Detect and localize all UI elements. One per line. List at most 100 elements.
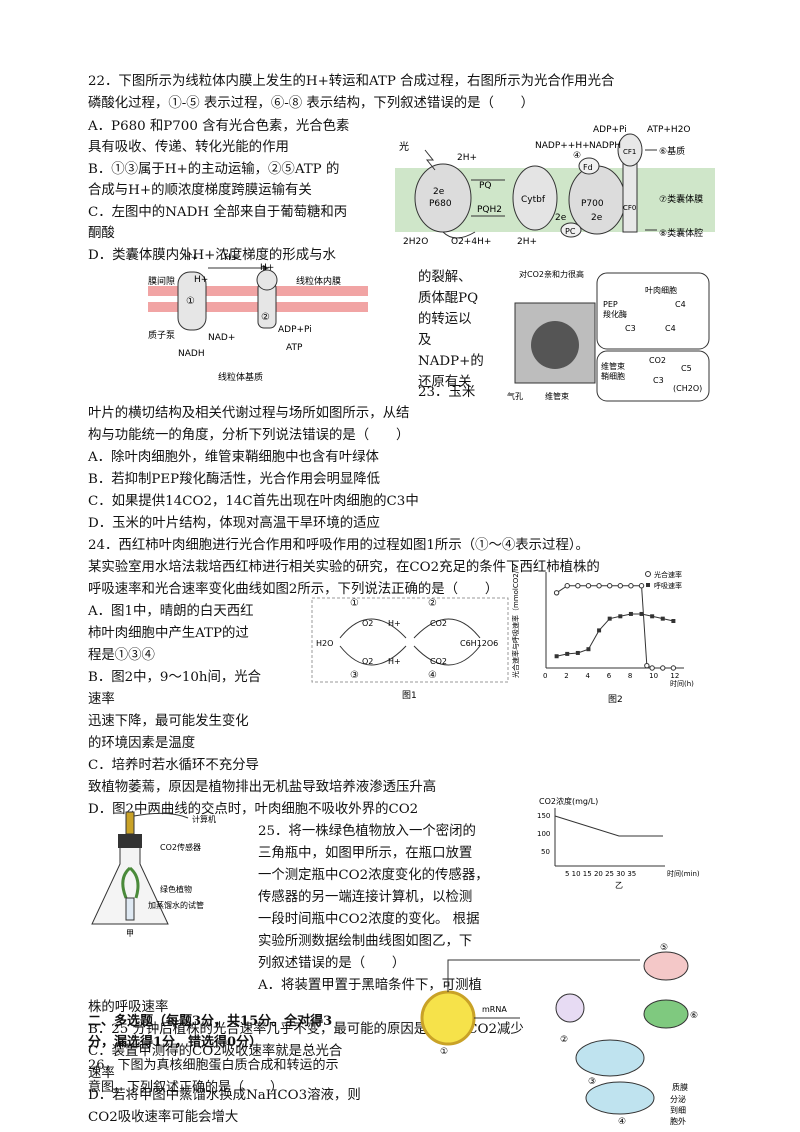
endoplasmic-reticulum bbox=[575, 1039, 645, 1077]
pq-label: PQ bbox=[479, 181, 492, 191]
q23-option-b: B．若抑制PEP羧化酶活性，光合作用会明显降低 bbox=[88, 472, 381, 487]
co2-affinity-label: 对CO2亲和力很高 bbox=[519, 269, 584, 279]
q22-option-d-cont1: 的裂解、 bbox=[418, 270, 472, 285]
marker-2-label: ② bbox=[560, 1035, 568, 1045]
q22-stem-line1: 22．下图所示为线粒体内膜上发生的H+转运和ATP 合成过程，右图所示为光合作用… bbox=[88, 74, 615, 89]
respiration-point bbox=[650, 614, 655, 619]
q22-option-b-cont: 合成与H+的顺浓度梯度跨膜运输有关 bbox=[88, 183, 312, 198]
pqh2-label: PQH2 bbox=[477, 205, 502, 215]
q24-option-b: B．图2中，9～10h间，光合 bbox=[88, 670, 262, 685]
pq-arrows bbox=[471, 179, 505, 217]
secrete-label: 分泌 bbox=[670, 1094, 686, 1104]
transport-line bbox=[447, 959, 640, 992]
h-label-4: H+ bbox=[194, 275, 208, 285]
c3-label-a: C3 bbox=[625, 324, 636, 333]
h-bottom-label: 2H+ bbox=[517, 237, 537, 247]
circle-2-label: ② bbox=[261, 312, 270, 323]
x-tick-8: 8 bbox=[628, 672, 632, 680]
water-split-arrow bbox=[442, 231, 476, 239]
process-2-label: ② bbox=[428, 598, 437, 609]
organelle-5 bbox=[643, 951, 689, 981]
co2-sensor-label: CO2传感器 bbox=[160, 842, 201, 852]
q25-stem-line4: 传感器的另一端连接计算机，以检测 bbox=[258, 890, 473, 905]
ribosome-cluster bbox=[555, 993, 585, 1023]
yi-ylabel: CO2浓度(mg/L) bbox=[539, 796, 598, 806]
nadph-label: NADPH bbox=[589, 141, 621, 151]
water-label: 2H2O bbox=[403, 237, 428, 247]
q24-option-a-cont2: 程是①③④ bbox=[88, 648, 155, 663]
h-top-label: H+ bbox=[388, 619, 401, 628]
c4-label-a: C4 bbox=[675, 300, 686, 309]
corn-leaf-diagram: 对CO2亲和力很高 叶肉细胞 PEP 羧化酶 C4 C4 C3 CO2 C5 C… bbox=[507, 269, 710, 402]
q22-option-a-cont: 具有吸收、传递、转化光能的作用 bbox=[88, 140, 289, 155]
marker-5-label: ⑤ bbox=[660, 943, 668, 953]
water-test-tube bbox=[125, 897, 135, 921]
process-3-label: ③ bbox=[350, 670, 359, 681]
q22-option-d: D．类囊体膜内外H+浓度梯度的形成与水 bbox=[88, 248, 336, 263]
q22-option-b: B．①③属于H+的主动运输，②⑤ATP 的 bbox=[88, 162, 340, 177]
respiration-point bbox=[628, 611, 633, 616]
q25-option-d: D．若将甲图中蒸馏水换成NaHCO3溶液，则 bbox=[88, 1088, 361, 1103]
q22-option-d-cont5: NADP+的 bbox=[418, 354, 484, 369]
q24-option-d: D．图2中两曲线的交点时，叶肉细胞不吸收外界的CO2 bbox=[88, 802, 419, 817]
series-line-1 bbox=[556, 613, 674, 657]
process-4-label: ④ bbox=[428, 670, 437, 681]
q22-option-a: A．P680 和P700 含有光合色素，光合色素 bbox=[88, 119, 350, 134]
bracket-lines bbox=[645, 149, 657, 231]
marker-6-label: ⑥ bbox=[690, 1011, 698, 1021]
nadp-label: NADP++H+ bbox=[535, 141, 590, 151]
figure1-caption: 图1 bbox=[402, 690, 417, 701]
photosynthesis-point bbox=[628, 583, 634, 589]
q25-stem-line7: 列叙述错误的是（ ） bbox=[258, 956, 406, 971]
vascular-label: 维管束 bbox=[545, 391, 569, 401]
marker-3-label: ③ bbox=[588, 1077, 596, 1087]
mesophyll-label: 叶肉细胞 bbox=[645, 285, 677, 295]
water-label: H2O bbox=[316, 639, 333, 648]
circle-1-label: ① bbox=[186, 296, 195, 307]
sheath-cell-label: 鞘细胞 bbox=[601, 371, 625, 381]
sensor-cable bbox=[133, 812, 189, 819]
nad-label: NAD+ bbox=[208, 333, 235, 343]
q24-option-c: C．培养时若水循环不充分导 bbox=[88, 758, 259, 773]
process-1-label: ① bbox=[350, 598, 359, 609]
test-tube-label: 加蒸馏水的试管 bbox=[148, 900, 204, 910]
proton-pump bbox=[177, 271, 207, 331]
nadh-label: NADH bbox=[178, 349, 205, 359]
chart-caption: 图2 bbox=[608, 694, 623, 705]
cf1-label: CF1 bbox=[623, 148, 636, 156]
q25-option-a-cont: 株的呼吸速率 bbox=[88, 1000, 169, 1015]
x-tick-12: 12 bbox=[670, 672, 679, 680]
photosynthesis-point bbox=[649, 665, 655, 671]
q22-option-c: C．左图中的NADH 全部来自于葡萄糖和丙 bbox=[88, 205, 348, 220]
p700-label: P700 bbox=[581, 199, 604, 209]
pep-label: PEP bbox=[603, 300, 618, 309]
mitochondria-diagram: H+ H+ H+ H+ 膜间隙 线粒体内膜 ① ② 质子泵 NAD+ NADH … bbox=[148, 253, 368, 383]
c5-label: C5 bbox=[681, 364, 692, 373]
vascular-bundle bbox=[531, 321, 579, 369]
adp-pi-label: ADP+Pi bbox=[278, 325, 312, 335]
glucose-label: C6H12O6 bbox=[460, 639, 498, 648]
mrna-label: mRNA bbox=[482, 1005, 507, 1014]
yi-xunit: 时间(min) bbox=[667, 869, 700, 878]
section2-heading-cont: 分，漏选得1分，错选得0分） bbox=[88, 1035, 263, 1050]
e2-label-b: 2e bbox=[555, 213, 567, 223]
respiration-point bbox=[639, 611, 644, 616]
q23-stem-line1: 叶片的横切结构及相关代谢过程与场所如图所示，从结 bbox=[88, 406, 410, 421]
q22-option-c-cont: 酮酸 bbox=[88, 226, 115, 241]
photosynthesis-point bbox=[585, 583, 592, 589]
light-arrow bbox=[424, 149, 436, 171]
q25-option-b: B．25 分钟后植株的光合速率几乎不变，最可能的原因是装置内CO2减少 bbox=[88, 1022, 524, 1037]
o2-top-label: O2 bbox=[362, 619, 373, 628]
o2-bottom-label: O2 bbox=[362, 657, 373, 666]
nucleus bbox=[420, 990, 476, 1046]
q24-option-c-cont: 致植物萎蔫，原因是植物排出无机盐导致培养液渗透压升高 bbox=[88, 780, 437, 795]
respiration-point bbox=[554, 654, 559, 659]
legend-respiration-marker bbox=[646, 583, 650, 587]
atp-label: ATP+H2O bbox=[647, 125, 691, 135]
yi-co2-curve bbox=[554, 815, 663, 837]
q24-stem-line2: 某实验室用水培法栽培西红柿进行相关实验的研究，在CO2充足的条件下西红柿植株的 bbox=[88, 560, 600, 575]
lumen-label: ⑧类囊体腔 bbox=[659, 227, 703, 239]
q25-stem-line6: 实验所测数据绘制曲线图如图乙，下 bbox=[258, 934, 473, 949]
arc-3 bbox=[339, 645, 407, 666]
